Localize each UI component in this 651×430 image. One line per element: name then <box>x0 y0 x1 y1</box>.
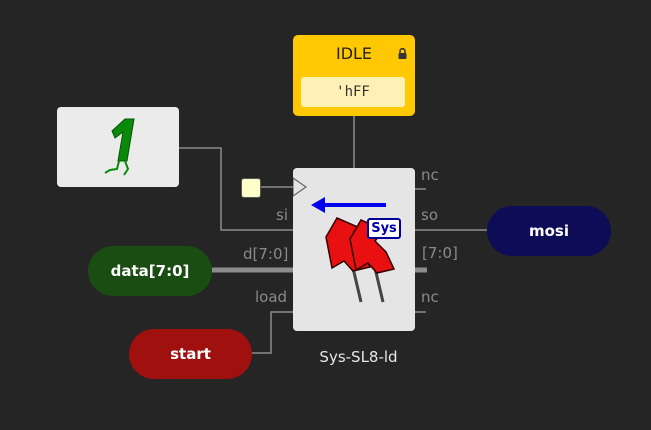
constant-one-block[interactable] <box>57 107 179 187</box>
state-register-idle[interactable]: IDLE 'hFF <box>293 35 415 116</box>
chip-badge: Sys <box>367 218 401 239</box>
clock-triangle-icon <box>293 177 308 197</box>
constant-one-icon <box>104 118 135 176</box>
chip-graphics <box>293 177 396 303</box>
port-load: load <box>255 288 288 306</box>
clock-input[interactable] <box>241 178 261 198</box>
data-input-pill[interactable]: data[7:0] <box>88 246 212 296</box>
lock-icon <box>398 48 407 59</box>
port-nc-top: nc <box>421 166 439 184</box>
port-nc-bottom: nc <box>421 288 439 306</box>
wire-constant-si <box>179 147 293 231</box>
port-si: si <box>276 206 288 224</box>
push-pins-icon <box>325 217 396 303</box>
wire-start-load <box>252 311 293 354</box>
shift-left-arrow-icon <box>311 197 386 213</box>
port-so: so <box>421 206 438 224</box>
state-value: 'hFF <box>301 77 405 107</box>
port-q: [7:0] <box>422 244 458 262</box>
state-name: IDLE <box>335 44 373 63</box>
mosi-output-pill[interactable]: mosi <box>487 206 611 256</box>
chip-name-label: Sys-SL8-ld <box>319 348 398 366</box>
shift-register-chip[interactable]: Sys <box>293 168 415 331</box>
start-input-pill[interactable]: start <box>129 329 252 379</box>
port-d: d[7:0] <box>243 245 289 263</box>
